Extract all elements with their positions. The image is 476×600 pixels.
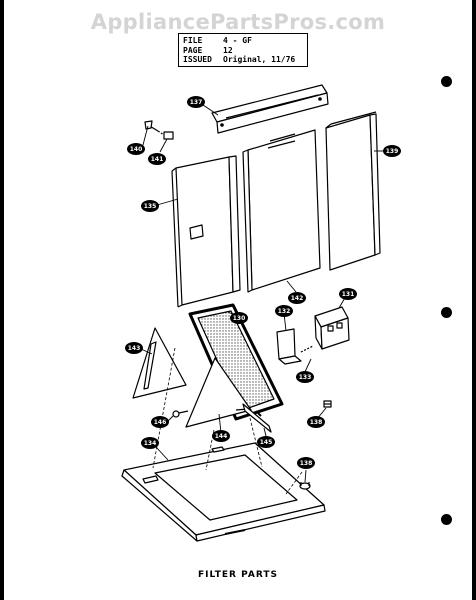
callout-144-text: 144 — [215, 433, 228, 440]
callout-137: 137 — [187, 96, 205, 108]
callout-138-upper-text: 138 — [310, 419, 323, 426]
callout-141: 141 — [148, 153, 166, 165]
callout-142-text: 142 — [291, 295, 304, 302]
binder-hole-middle — [441, 307, 452, 318]
diagram-caption: FILTER PARTS — [198, 570, 278, 580]
file-label: FILE — [183, 36, 203, 45]
part-138-fitting-lower — [299, 482, 311, 490]
binder-hole-bottom — [441, 514, 452, 525]
issued-value: Original, 11/76 — [223, 55, 296, 64]
callout-132-text: 132 — [278, 308, 291, 315]
issued-label: ISSUED — [183, 55, 212, 64]
callout-138-lower-text: 138 — [300, 460, 313, 467]
callout-145: 145 — [257, 436, 275, 448]
callout-146: 146 — [151, 416, 169, 428]
callout-135-text: 135 — [144, 203, 157, 210]
part-140-141-fastener — [144, 120, 174, 140]
callout-134-text: 134 — [144, 440, 157, 447]
callout-144: 144 — [212, 430, 230, 442]
part-146-screw — [172, 410, 189, 418]
callout-139-text: 139 — [386, 148, 399, 155]
callout-135: 135 — [141, 200, 159, 212]
file-info-box: FILE 4 - GF PAGE 12 ISSUED Original, 11/76 — [178, 33, 308, 67]
callout-labels: 137 140 141 139 135 142 131 132 130 143 … — [125, 96, 401, 469]
callout-134: 134 — [141, 437, 159, 449]
part-131-electrical-box — [314, 306, 350, 350]
scan-edge-right — [472, 0, 476, 600]
callout-133: 133 — [296, 371, 314, 383]
callout-139: 139 — [383, 145, 401, 157]
callout-131-text: 131 — [342, 291, 355, 298]
callout-143-text: 143 — [128, 345, 141, 352]
callout-140-text: 140 — [130, 146, 143, 153]
callout-132: 132 — [275, 305, 293, 317]
part-135-left-side-panel — [171, 155, 241, 308]
callout-133-text: 133 — [299, 374, 312, 381]
callout-138-lower: 138 — [297, 457, 315, 469]
callout-141-text: 141 — [151, 156, 164, 163]
part-138-plug-upper — [323, 400, 332, 408]
callout-145-text: 145 — [260, 439, 273, 446]
callout-143: 143 — [125, 342, 143, 354]
callout-131: 131 — [339, 288, 357, 300]
callout-130: 130 — [230, 312, 248, 324]
callout-142: 142 — [288, 292, 306, 304]
part-139-right-side-panel — [325, 111, 381, 271]
callout-130-text: 130 — [233, 315, 246, 322]
page-value: 12 — [223, 45, 233, 55]
file-value: 4 - GF — [223, 36, 252, 45]
callout-137-text: 137 — [190, 99, 203, 106]
callout-138-upper: 138 — [307, 416, 325, 428]
part-137-top-channel — [211, 84, 329, 134]
part-143-left-triangle-panel — [132, 327, 187, 399]
callout-140: 140 — [127, 143, 145, 155]
part-145-strip — [242, 403, 272, 433]
page-label: PAGE — [183, 45, 203, 55]
part-142-center-panel — [242, 129, 321, 293]
part-134-base-pan — [121, 442, 326, 542]
binder-hole-top — [441, 76, 452, 87]
callout-146-text: 146 — [154, 419, 167, 426]
scan-edge-left — [0, 0, 4, 600]
part-132-bracket — [276, 328, 314, 365]
watermark: AppliancePartsPros.com — [90, 10, 386, 34]
